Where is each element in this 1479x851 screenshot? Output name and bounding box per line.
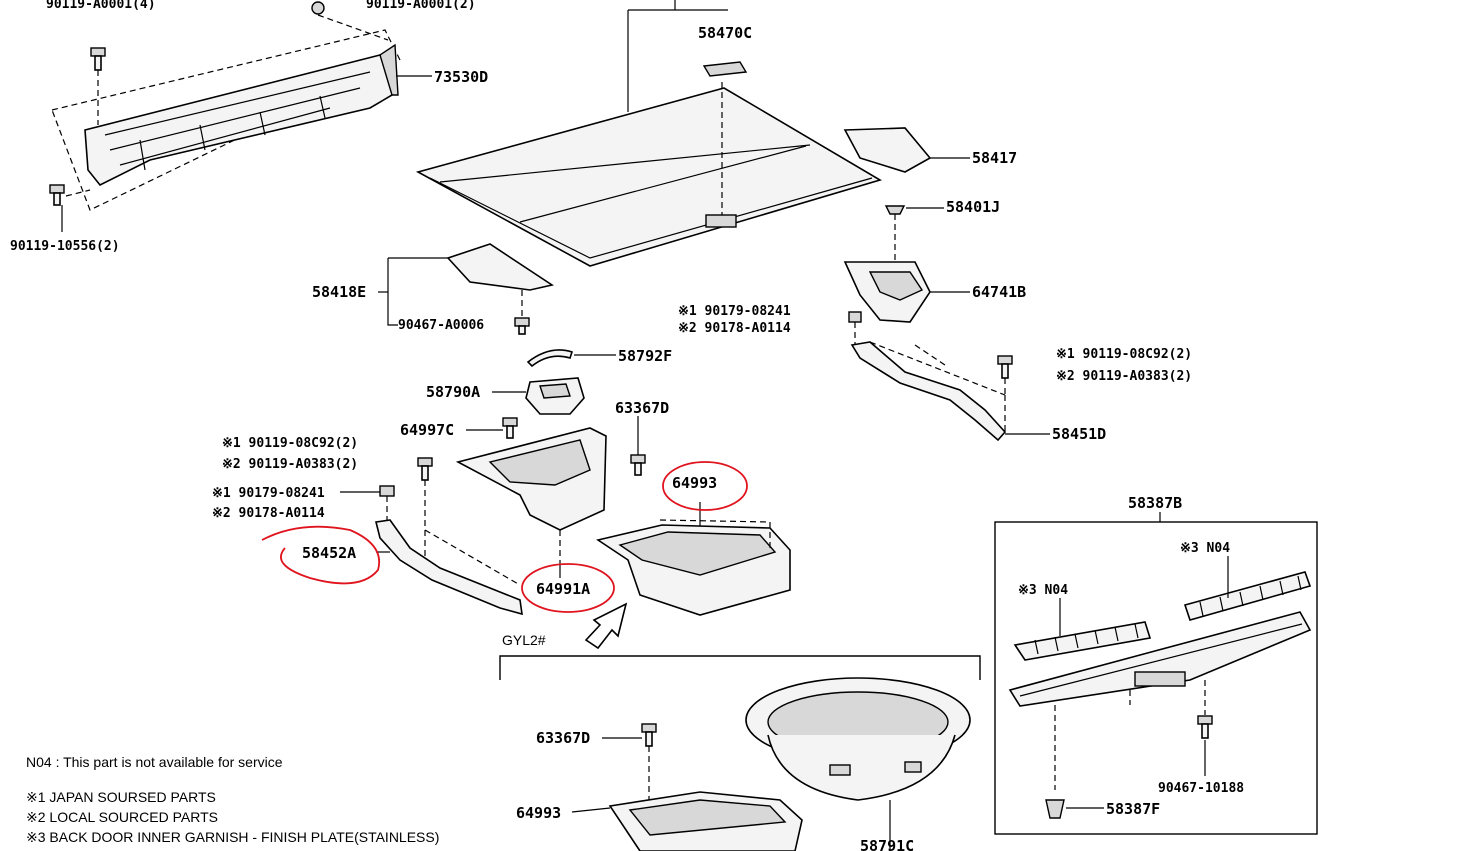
label-58452a: 58452A (302, 544, 356, 562)
label-right-90178-a0114: ※2 90178-A0114 (678, 321, 791, 336)
note-local-sourced: ※2 LOCAL SOURCED PARTS (26, 809, 218, 825)
label-90119-a0001-2: 90119-A0001(2) (366, 0, 476, 12)
label-64993-upper: 64993 (672, 474, 717, 492)
cover-58417 (843, 127, 970, 173)
label-n04-right: ※3 N04 (1180, 541, 1230, 556)
label-left-90119-a0383: ※2 90119-A0383(2) (222, 457, 358, 472)
label-58418e: 58418E (312, 283, 366, 301)
strip-58792f (526, 349, 616, 368)
rail-58452a (375, 519, 523, 616)
group-58387b-frame (994, 521, 1318, 835)
rail-58451d (850, 341, 1050, 442)
tray-64997c (455, 417, 607, 560)
label-58387b: 58387B (1128, 494, 1182, 512)
label-58417: 58417 (972, 149, 1017, 167)
clip-90467-a0006 (514, 317, 530, 335)
label-58387f: 58387F (1106, 800, 1160, 818)
label-63367d-upper: 63367D (615, 399, 669, 417)
box-64993-upper (596, 502, 791, 616)
highlight-64993 (662, 461, 748, 511)
note-back-door-garnish: ※3 BACK DOOR INNER GARNISH - FINISH PLAT… (26, 829, 439, 845)
label-73530d: 73530D (434, 68, 488, 86)
clip-58387f (1045, 799, 1104, 819)
bottom-group-bracket (499, 655, 981, 680)
tray-64993-lower (571, 791, 803, 851)
label-90467-a0006: 90467-A0006 (398, 318, 484, 333)
bolt-left-90119 (417, 457, 433, 560)
highlight-58452a (261, 525, 380, 585)
tub-58791c (745, 677, 971, 851)
note-n04: N04 : This part is not available for ser… (26, 754, 283, 770)
label-90467-10188: 90467-10188 (1158, 781, 1244, 796)
label-n04-left: ※3 N04 (1018, 583, 1068, 598)
label-gyl2: GYL2# (502, 632, 546, 648)
bolt-90119-10556 (49, 184, 91, 206)
deck-board (415, 0, 882, 267)
clip-63367d-upper (630, 416, 646, 476)
label-64993-lower: 64993 (516, 804, 561, 822)
label-64991a: 64991A (536, 580, 590, 598)
label-90119-10556: 90119-10556(2) (10, 239, 120, 254)
label-64997c: 64997C (400, 421, 454, 439)
label-90119-a0001-4: 90119-A0001(4) (46, 0, 156, 12)
bolt-90119-a0001-4 (90, 47, 106, 125)
highlight-64991a (521, 563, 615, 613)
clip-right-90179 (848, 311, 862, 345)
bolt-right-90119 (997, 355, 1013, 395)
label-left-90179-08241: ※1 90179-08241 (212, 486, 325, 501)
label-right-90179-08241: ※1 90179-08241 (678, 304, 791, 319)
label-58791c: 58791C (860, 837, 914, 851)
label-58470c: 58470C (698, 24, 752, 42)
bracket-58790a (492, 377, 585, 415)
label-64741b: 64741B (972, 283, 1026, 301)
label-63367d-lower: 63367D (536, 729, 590, 747)
clip-58401j (884, 205, 944, 260)
clip-left-90179 (340, 485, 395, 525)
label-left-90119-08c92: ※1 90119-08C92(2) (222, 436, 358, 451)
plate-n04-left (1013, 598, 1152, 661)
plate-n04-right (1183, 556, 1312, 621)
label-58451d: 58451D (1052, 425, 1106, 443)
garnish-58387b (1008, 611, 1312, 790)
bracket-64741b (843, 261, 970, 323)
clip-63367d-lower (602, 723, 657, 800)
note-japan-sourced: ※1 JAPAN SOURSED PARTS (26, 789, 216, 805)
view-arrow (584, 602, 628, 650)
label-right-90119-a0383: ※2 90119-A0383(2) (1056, 369, 1192, 384)
label-58790a: 58790A (426, 383, 480, 401)
label-right-90119-08c92: ※1 90119-08C92(2) (1056, 347, 1192, 362)
bolt-90119-a0001-2 (311, 1, 389, 41)
clip-90467-10188 (1197, 715, 1213, 776)
label-58401j: 58401J (946, 198, 1000, 216)
label-left-90178-a0114: ※2 90178-A0114 (212, 506, 325, 521)
label-58792f: 58792F (618, 347, 672, 365)
rear-panel-73530d (51, 29, 401, 211)
hook-58470c (702, 61, 748, 77)
cover-58418e (378, 243, 555, 326)
